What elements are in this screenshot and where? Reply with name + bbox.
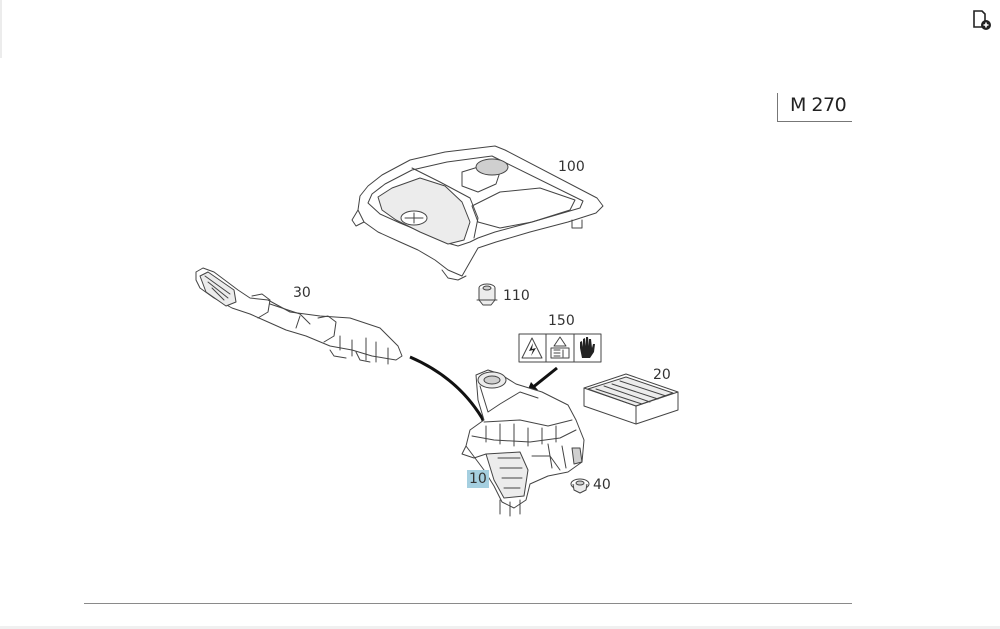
callout-110[interactable]: 110 (503, 288, 530, 304)
footer-rule (84, 603, 852, 604)
callout-10[interactable]: 10 (467, 470, 489, 488)
part-20-filter-element[interactable] (583, 373, 679, 425)
callout-150[interactable]: 150 (548, 313, 575, 329)
callout-30[interactable]: 30 (293, 285, 311, 301)
add-page-icon (973, 10, 991, 30)
part-100-engine-cover[interactable] (351, 145, 604, 281)
callout-40[interactable]: 40 (593, 477, 611, 493)
part-30-intake-duct[interactable] (195, 267, 403, 365)
model-designation-box: M 270 (777, 93, 852, 122)
part-150-warning-label[interactable] (518, 333, 602, 363)
bottom-scroll-edge (0, 626, 1000, 629)
left-panel-edge (0, 0, 2, 58)
part-110-grommet[interactable] (476, 283, 498, 306)
add-page-button[interactable] (968, 7, 994, 33)
callout-100[interactable]: 100 (558, 159, 585, 175)
callout-20[interactable]: 20 (653, 367, 671, 383)
model-designation: M 270 (790, 94, 847, 116)
part-10-filter-housing[interactable] (461, 369, 585, 517)
part-40-bushing[interactable] (570, 478, 590, 494)
